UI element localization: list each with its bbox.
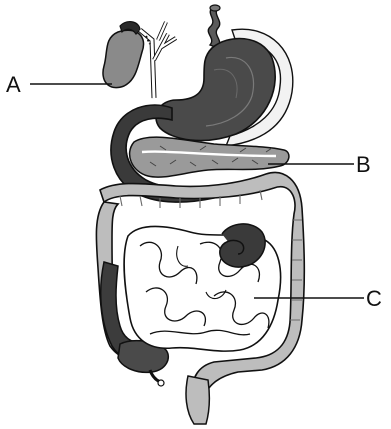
rectum	[186, 376, 209, 424]
pancreas	[130, 137, 289, 177]
appendix	[150, 370, 164, 386]
label-a: A	[6, 72, 112, 97]
label-a-text: A	[6, 72, 21, 97]
label-c-text: C	[366, 286, 382, 311]
label-b-text: B	[356, 152, 371, 177]
esophagus	[208, 5, 220, 48]
bile-duct	[140, 22, 176, 98]
gallbladder	[103, 22, 144, 88]
